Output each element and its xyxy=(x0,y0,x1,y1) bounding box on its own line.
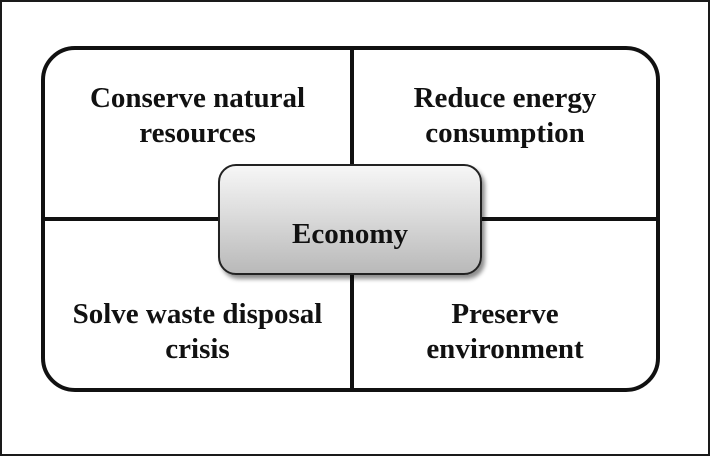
center-node-label: Economy xyxy=(292,218,408,250)
quadrant-bottom-left: Solve waste disposal crisis xyxy=(72,298,323,365)
quadrant-grid: Conserve natural resources Reduce energy… xyxy=(41,46,660,392)
quadrant-top-left: Conserve natural resources xyxy=(89,82,306,149)
center-node: Economy xyxy=(218,164,482,275)
quadrant-bottom-right: Preserve environment xyxy=(426,298,584,365)
quadrant-top-right: Reduce energy consumption xyxy=(413,82,597,149)
